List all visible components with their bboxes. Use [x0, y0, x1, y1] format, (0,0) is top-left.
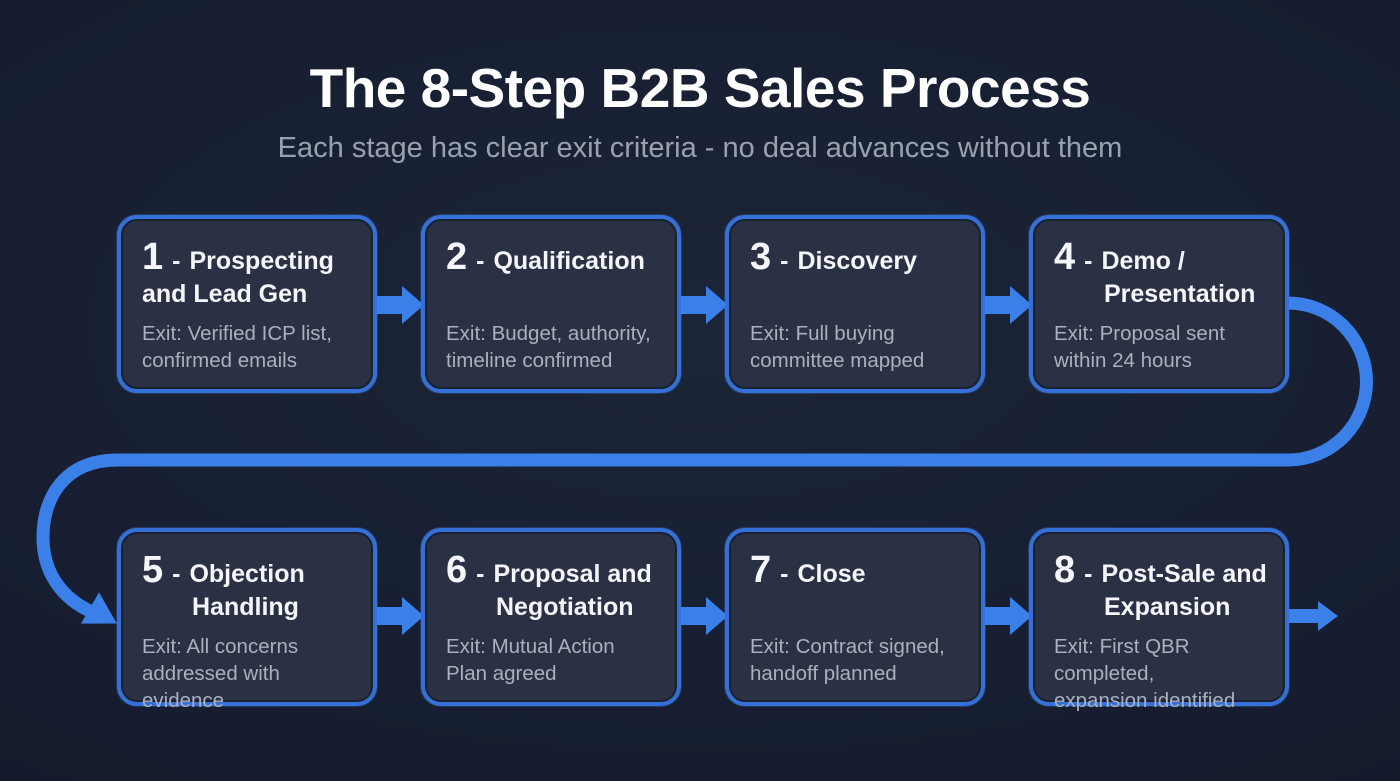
exit-line-1: Exit: Contract signed,	[750, 635, 945, 658]
arrow-right-icon	[374, 597, 424, 635]
step-exit-criteria: Exit: All concerns addressed with eviden…	[142, 633, 352, 714]
exit-line-1: Exit: Budget, authority,	[446, 322, 651, 345]
arrow-right-exit-icon	[1288, 601, 1338, 631]
step-title-line1: Proposal and	[493, 560, 652, 588]
step-number: 5	[142, 549, 164, 591]
step-title: 7 - Close	[750, 551, 960, 622]
exit-line-2: committee mapped	[750, 349, 925, 372]
step-card-2: 2 - Qualification Exit: Budget, authorit…	[421, 215, 681, 393]
step-card-3: 3 - Discovery Exit: Full buying committe…	[725, 215, 985, 393]
step-title: 1 - Prospecting and Lead Gen	[142, 238, 352, 309]
arrow-right-icon	[678, 286, 728, 324]
step-exit-criteria: Exit: First QBR completed, expansion ide…	[1054, 633, 1264, 714]
exit-line-2: within 24 hours	[1054, 349, 1192, 372]
step-separator: -	[780, 247, 789, 275]
arrow-right-icon	[982, 597, 1032, 635]
exit-line-2: expansion identified	[1054, 689, 1236, 712]
exit-line-2: timeline confirmed	[446, 349, 613, 372]
step-number: 7	[750, 549, 772, 591]
step-exit-criteria: Exit: Verified ICP list, confirmed email…	[142, 320, 352, 374]
step-title-line2: Expansion	[1104, 593, 1231, 621]
step-number: 4	[1054, 236, 1076, 278]
exit-line-1: Exit: First QBR completed,	[1054, 635, 1190, 685]
exit-line-2: handoff planned	[750, 662, 897, 685]
step-separator: -	[780, 560, 789, 588]
step-title-line1: Qualification	[493, 247, 645, 275]
step-title-line1: Post-Sale and	[1101, 560, 1267, 588]
step-separator: -	[172, 247, 181, 275]
step-title-line1: Demo /	[1101, 247, 1185, 275]
arrow-right-icon	[982, 286, 1032, 324]
step-title-line2: Presentation	[1104, 280, 1256, 308]
step-exit-criteria: Exit: Proposal sent within 24 hours	[1054, 320, 1264, 374]
step-title: 4 - Demo / Presentation	[1054, 238, 1264, 309]
step-separator: -	[1084, 560, 1093, 588]
step-number: 6	[446, 549, 468, 591]
step-title: 2 - Qualification	[446, 238, 656, 309]
step-title: 6 - Proposal and Negotiation	[446, 551, 656, 622]
step-exit-criteria: Exit: Contract signed, handoff planned	[750, 633, 960, 687]
step-number: 1	[142, 236, 164, 278]
arrow-right-icon	[374, 286, 424, 324]
exit-line-2: confirmed emails	[142, 349, 297, 372]
step-title: 8 - Post-Sale and Expansion	[1054, 549, 1267, 622]
step-card-6: 6 - Proposal and Negotiation Exit: Mutua…	[421, 528, 681, 706]
step-separator: -	[172, 560, 181, 588]
step-title-line1: Prospecting	[189, 247, 334, 275]
step-card-8: 8 - Post-Sale and Expansion Exit: First …	[1029, 528, 1289, 712]
step-number: 2	[446, 236, 468, 278]
step-title-line1: Objection	[189, 560, 305, 588]
step-exit-criteria: Exit: Mutual Action Plan agreed	[446, 633, 656, 687]
step-title: 5 - Objection Handling	[142, 551, 352, 622]
step-title-line2: and Lead Gen	[142, 280, 308, 308]
exit-line-2: Plan agreed	[446, 662, 557, 685]
step-title-line1: Discovery	[797, 247, 917, 275]
step-card-7: 7 - Close Exit: Contract signed, handoff…	[725, 528, 985, 706]
step-separator: -	[476, 560, 485, 588]
step-title-line2: Handling	[192, 593, 299, 621]
step-title: 3 - Discovery	[750, 238, 960, 309]
exit-line-1: Exit: Proposal sent	[1054, 322, 1225, 345]
arrow-right-icon	[678, 597, 728, 635]
step-card-4: 4 - Demo / Presentation Exit: Proposal s…	[1029, 215, 1289, 393]
exit-line-1: Exit: Mutual Action	[446, 635, 615, 658]
exit-line-1: Exit: All concerns	[142, 635, 299, 658]
step-exit-criteria: Exit: Budget, authority, timeline confir…	[446, 320, 656, 374]
step-number: 3	[750, 236, 772, 278]
step-card-1: 1 - Prospecting and Lead Gen Exit: Verif…	[117, 215, 377, 393]
step-title-line2: Negotiation	[496, 593, 634, 621]
exit-line-1: Exit: Full buying	[750, 322, 895, 345]
page-subtitle: Each stage has clear exit criteria - no …	[277, 132, 1123, 164]
page-title: The 8-Step B2B Sales Process	[309, 57, 1091, 119]
step-separator: -	[1084, 247, 1093, 275]
step-card-5: 5 - Objection Handling Exit: All concern…	[117, 528, 377, 712]
exit-line-2: addressed with evidence	[142, 662, 280, 712]
step-separator: -	[476, 247, 485, 275]
step-title-line1: Close	[797, 560, 866, 588]
step-number: 8	[1054, 549, 1076, 591]
exit-line-1: Exit: Verified ICP list,	[142, 322, 332, 345]
step-exit-criteria: Exit: Full buying committee mapped	[750, 320, 960, 374]
